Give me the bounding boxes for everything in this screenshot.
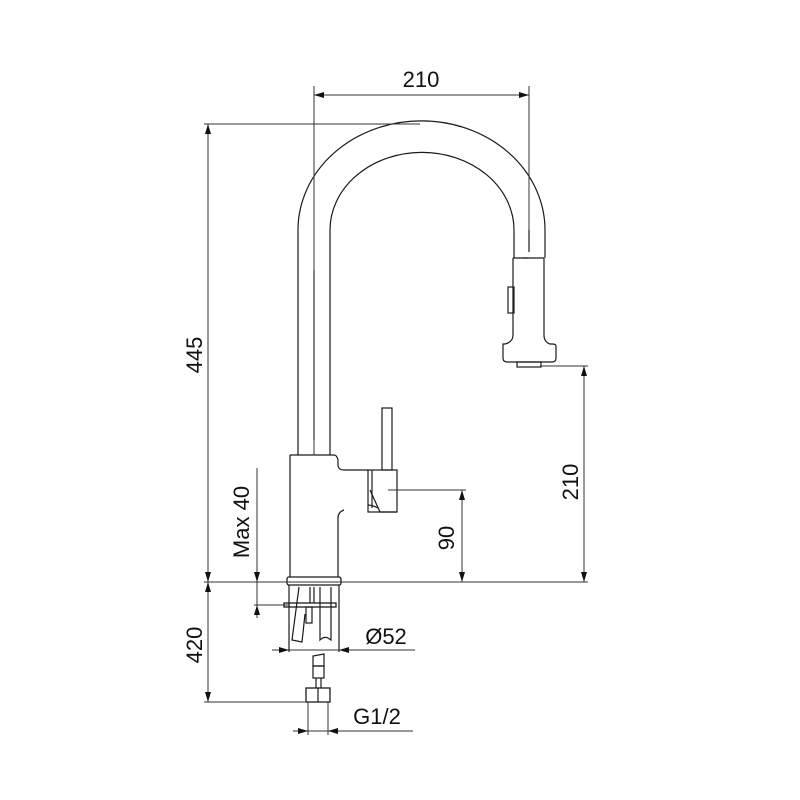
dim-base-diameter: Ø52 <box>272 624 415 653</box>
lever-height-label: 90 <box>434 526 459 550</box>
thread-label: G1/2 <box>353 704 401 729</box>
dim-hose-length: 420 <box>182 582 306 703</box>
dim-total-height: 445 <box>182 123 420 582</box>
control-lever <box>367 407 398 513</box>
dim-thread: G1/2 <box>293 702 413 735</box>
outlet-height-label: 210 <box>558 464 583 501</box>
base-diameter-label: Ø52 <box>365 624 407 649</box>
hose-length-label: 420 <box>182 627 207 664</box>
dim-max-deck: Max 40 <box>229 468 290 618</box>
faucet-body <box>289 454 368 578</box>
spout-reach-label: 210 <box>403 67 440 92</box>
dim-lever-height: 90 <box>388 489 466 582</box>
base-and-mounting <box>283 576 342 703</box>
dim-outlet-height: 210 <box>540 365 588 582</box>
total-height-label: 445 <box>182 337 207 374</box>
dim-spout-reach: 210 <box>313 67 530 455</box>
max-deck-label: Max 40 <box>229 486 254 558</box>
pull-down-spray-head <box>502 257 557 368</box>
